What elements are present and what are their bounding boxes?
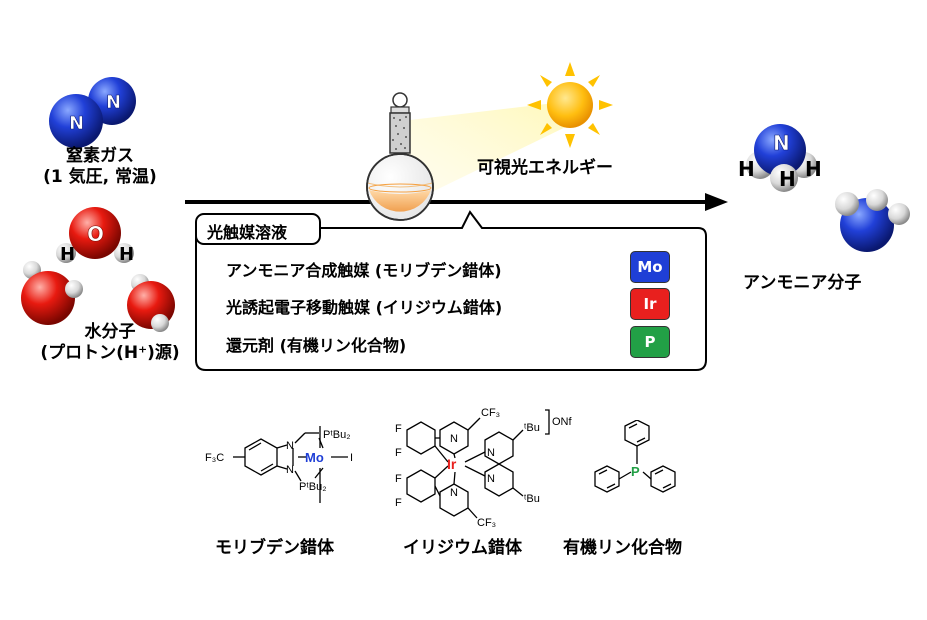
ir-n-label: N (450, 487, 458, 499)
p-atom-label: P (631, 464, 640, 479)
ir-n-label: N (450, 433, 458, 445)
ir-badge: Ir (630, 288, 670, 320)
triphenylphosphine-structure: P (594, 420, 676, 493)
mo-cf3-label: F₃C (205, 452, 224, 464)
light-beam (395, 100, 580, 210)
iridium-caption: イリジウム錯体 (403, 538, 522, 558)
mo-metal-label: Mo (305, 450, 324, 465)
ir-f-label: F (395, 497, 402, 509)
ir-n-label: N (487, 473, 495, 485)
h-atom-label: H (779, 167, 796, 191)
molybdenum-caption: モリブデン錯体 (215, 538, 334, 558)
visible-light-label: 可視光エネルギー (477, 158, 613, 178)
solution-item-text: アンモニア合成触媒 (モリブデン錯体) (226, 261, 502, 280)
h-atom-label: H (119, 244, 134, 265)
callout-box (195, 210, 707, 371)
solution-tab-label: 光触媒溶液 (207, 223, 288, 242)
ir-metal-label: Ir (447, 456, 457, 472)
ammonia-molecule-2 (835, 189, 910, 252)
nitrogen-molecule: N N (49, 77, 136, 148)
nitrogen-label-line1: 窒素ガス (66, 146, 134, 166)
p-badge: P (630, 326, 670, 358)
water-label: 水分子 (プロトン(H⁺)源) (35, 322, 185, 364)
water-molecules: O H H (21, 207, 175, 332)
solution-item-text: 還元剤 (有機リン化合物) (226, 336, 407, 355)
water-label-line1: 水分子 (84, 322, 136, 342)
molybdenum-complex-structure: F₃C N N PᵗBu₂ PᵗBu₂ Mo I (205, 426, 353, 503)
ir-f-label: F (395, 473, 402, 485)
h-atom-label: H (805, 157, 820, 181)
reaction-flask (366, 92, 434, 221)
h-atom-label: H (738, 157, 755, 181)
solution-item-text: 光誘起電子移動触媒 (イリジウム錯体) (226, 298, 503, 317)
organophosphorus-caption: 有機リン化合物 (563, 538, 682, 558)
n-atom-label: N (106, 92, 121, 113)
ir-cf3-label: CF₃ (481, 407, 500, 419)
reaction-arrow (185, 193, 728, 211)
ir-onf-label: ONf (552, 416, 573, 428)
mo-ptbu-label: PᵗBu₂ (299, 481, 326, 493)
mo-ptbu-label: PᵗBu₂ (323, 429, 350, 441)
mo-n-label: N (286, 464, 294, 476)
nitrogen-label-line2: (1 気圧, 常温) (43, 167, 157, 187)
ir-f-label: F (395, 447, 402, 459)
o-atom-label: O (87, 222, 104, 246)
ammonia-molecule: N H H H (738, 124, 820, 192)
n-atom-label: N (69, 113, 84, 134)
ir-tbu-label: ᵗBu (524, 422, 540, 434)
mo-badge: Mo (630, 251, 670, 283)
sun-icon (527, 62, 613, 148)
mo-iodide-label: I (350, 452, 353, 464)
iridium-complex-structure: F F F F CF₃ CF₃ ᵗBu ᵗBu ONf N N N N Ir (395, 407, 573, 529)
ir-cf3-label: CF₃ (477, 517, 496, 529)
water-label-line2: (プロトン(H⁺)源) (40, 343, 180, 363)
ir-f-label: F (395, 423, 402, 435)
ammonia-label: アンモニア分子 (743, 273, 862, 293)
ir-n-label: N (487, 447, 495, 459)
n-atom-label: N (773, 131, 790, 155)
ir-tbu-label: ᵗBu (524, 493, 540, 505)
mo-n-label: N (286, 440, 294, 452)
h-atom-label: H (60, 244, 75, 265)
nitrogen-label: 窒素ガス (1 気圧, 常温) (35, 146, 165, 188)
